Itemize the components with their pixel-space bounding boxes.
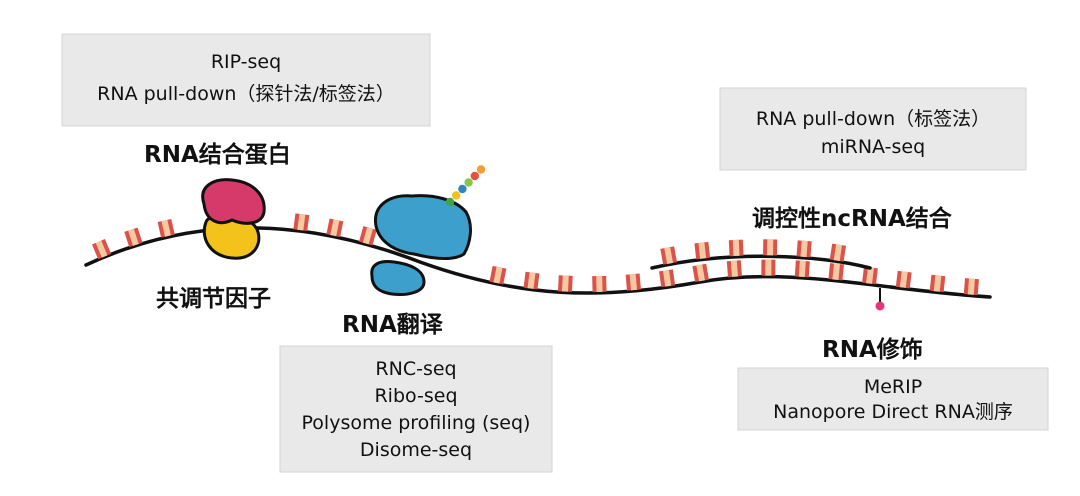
label-cofactor: 共调节因子	[156, 286, 271, 312]
nucleotide-stripe	[92, 239, 112, 260]
nucleotide-stripe	[761, 259, 776, 276]
peptide-bead	[470, 171, 479, 181]
label-ncrna: 调控性ncRNA结合	[752, 205, 953, 232]
nucleotide-stripe	[293, 213, 310, 231]
nucleotide-stripe	[625, 273, 641, 291]
translation-methods-box: RNC-seq Ribo-seq Polysome profiling (seq…	[279, 345, 553, 473]
ncrna-strand	[650, 254, 872, 270]
label-modification: RNA修饰	[822, 336, 923, 363]
peptide-bead	[476, 165, 486, 174]
nucleotide-stripe	[124, 227, 143, 248]
label-translation: RNA翻译	[342, 312, 444, 338]
peptide-bead	[452, 191, 461, 200]
rbp-method-1: RIP-seq	[211, 51, 281, 73]
peptide-bead	[445, 197, 455, 207]
nucleotide-stripe	[929, 274, 946, 293]
nucleotide-stripe	[592, 275, 607, 293]
nucleotide-stripe	[763, 239, 778, 256]
ncrna-stripes	[660, 239, 847, 265]
nucleotide-stripe	[862, 266, 878, 285]
nucleotide-stripe	[728, 239, 744, 257]
nucleotide-stripe	[828, 263, 844, 281]
nucleotide-stripe	[829, 243, 847, 262]
nucleotide-stripe	[895, 270, 912, 289]
modification-method-1: MeRIP	[864, 376, 922, 398]
ncrna-method-1: RNA pull-down（标签法）	[756, 108, 990, 130]
modification-method-2: Nanopore Direct RNA测序	[773, 401, 1013, 423]
nucleotide-stripe	[963, 278, 979, 296]
nucleotide-stripe	[726, 260, 742, 278]
nucleotide-stripe	[523, 271, 540, 290]
nascent-peptide-chain	[445, 165, 486, 207]
nucleotide-stripes	[92, 213, 979, 296]
nucleotide-stripe	[557, 275, 573, 292]
nucleotide-stripe	[326, 218, 344, 238]
translation-method-3: Polysome profiling (seq)	[302, 412, 531, 434]
nucleotide-stripe	[694, 241, 711, 260]
rbp-methods-box: RIP-seq RNA pull-down（探针法/标签法）	[61, 33, 431, 127]
modification-site-dot	[875, 301, 885, 311]
peptide-bead	[464, 178, 473, 187]
nucleotide-stripe	[660, 246, 677, 265]
ncrna-method-2: miRNA-seq	[821, 136, 925, 158]
nucleotide-stripe	[659, 269, 676, 288]
ribosome-small-subunit	[370, 260, 426, 296]
ribosome-large-subunit	[374, 194, 472, 261]
nucleotide-stripe	[359, 226, 377, 246]
nucleotide-stripe	[692, 263, 709, 282]
nucleotide-stripe	[157, 218, 175, 238]
ncrna-methods-box: RNA pull-down（标签法） miRNA-seq	[719, 87, 1027, 171]
nucleotide-stripe	[794, 260, 810, 278]
rbp-protein-shape	[201, 178, 266, 225]
translation-method-4: Disome-seq	[360, 439, 472, 461]
modification-methods-box: MeRIP Nanopore Direct RNA测序	[737, 367, 1049, 431]
peptide-bead	[458, 184, 467, 194]
nucleotide-stripe	[489, 265, 507, 285]
nucleotide-stripe	[796, 240, 812, 258]
translation-method-1: RNC-seq	[375, 358, 456, 380]
rbp-method-2: RNA pull-down（探针法/标签法）	[97, 83, 395, 105]
label-rbp: RNA结合蛋白	[144, 141, 291, 168]
translation-method-2: Ribo-seq	[374, 385, 457, 407]
